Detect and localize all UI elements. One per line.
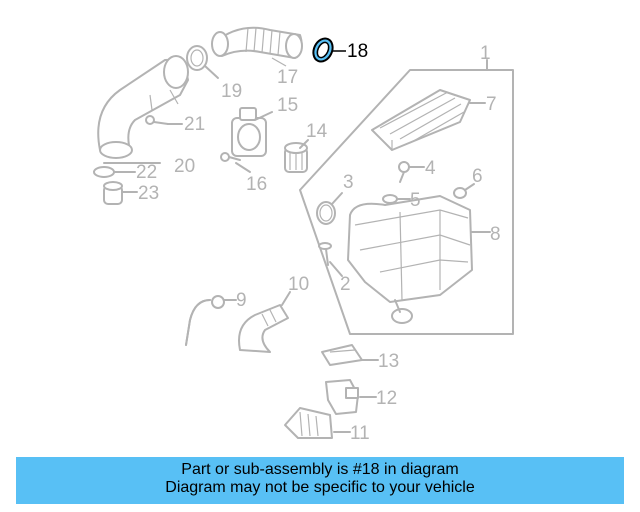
part-3-seal (316, 192, 343, 225)
callout-1: 1 (480, 43, 491, 64)
callout-22: 22 (136, 162, 157, 183)
assembly-outline (299, 59, 514, 335)
callout-11: 11 (350, 423, 370, 444)
callout-2: 2 (340, 274, 351, 295)
callout-20: 20 (174, 156, 195, 177)
callout-12: 12 (376, 388, 397, 409)
callout-16: 16 (246, 174, 267, 195)
callout-21: 21 (184, 114, 205, 135)
callout-5: 5 (410, 190, 421, 211)
callout-19: 19 (221, 81, 242, 102)
part-17-hose (211, 26, 303, 67)
part-19-clamp (186, 45, 219, 79)
part-8-air-box (347, 195, 491, 324)
part-6-ring (453, 183, 475, 199)
info-banner: Part or sub-assembly is #18 in diagram D… (16, 457, 624, 504)
callout-6: 6 (472, 166, 483, 187)
banner-line-1: Part or sub-assembly is #18 in diagram (181, 461, 459, 478)
callout-18: 18 (347, 41, 368, 62)
part-22-ring (93, 166, 136, 178)
callout-14: 14 (306, 121, 328, 142)
part-14-sensor (284, 139, 309, 173)
callout-17: 17 (277, 67, 298, 88)
part-9-hose (185, 295, 237, 346)
callout-4: 4 (425, 158, 436, 179)
callout-9: 9 (236, 290, 247, 311)
part-21-bolt (145, 115, 183, 125)
part-2-bolt (318, 242, 343, 277)
callout-23: 23 (138, 183, 159, 204)
banner-line-2: Diagram may not be specific to your vehi… (165, 479, 475, 496)
callout-13: 13 (378, 351, 399, 372)
part-13-duct (321, 344, 379, 366)
callout-8: 8 (490, 224, 501, 245)
part-4-clip (398, 161, 425, 183)
part-5-grommet (382, 194, 411, 204)
callout-7: 7 (486, 94, 497, 115)
part-10-bellows (238, 291, 291, 353)
part-11-scoop (284, 407, 351, 439)
callout-15: 15 (277, 95, 298, 116)
callout-10: 10 (288, 274, 309, 295)
callout-3: 3 (343, 172, 354, 193)
part-23-sleeve (103, 181, 138, 205)
part-18-clamp (312, 37, 346, 63)
part-15-maf-sensor (231, 107, 273, 157)
part-20-intake-pipe (97, 55, 189, 164)
part-16-screw (220, 152, 251, 173)
part-7-filter (371, 89, 486, 151)
parts-diagram: 1 2 3 4 5 6 7 8 9 10 11 12 13 14 15 16 1… (93, 26, 514, 444)
part-12-bracket (325, 379, 377, 415)
